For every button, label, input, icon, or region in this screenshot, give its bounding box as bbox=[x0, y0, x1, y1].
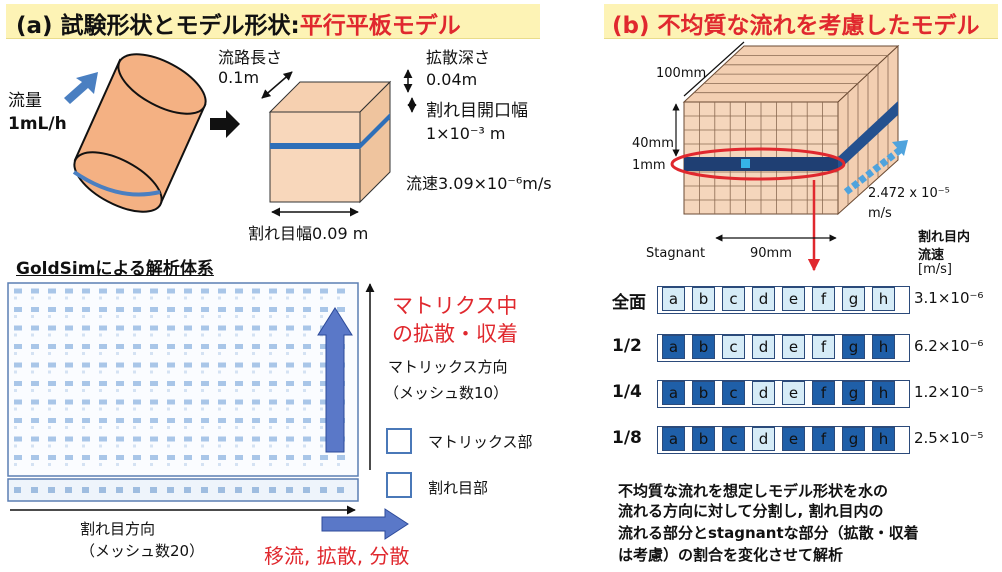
path-length-value: 0.1m bbox=[218, 68, 260, 87]
panel-a-banner bbox=[6, 4, 540, 39]
velocity-value-label: 2.472 x 10⁻⁵ bbox=[868, 186, 950, 201]
scenario-row-strip bbox=[657, 380, 910, 408]
flow-arrow bbox=[64, 72, 98, 104]
segment-cell-g: g bbox=[842, 287, 865, 311]
flow-value: 1mL/h bbox=[8, 114, 67, 134]
model-arrow bbox=[210, 110, 240, 138]
segment-cell-a: a bbox=[662, 287, 685, 311]
matrix-direction-label: マトリックス方向 bbox=[388, 358, 508, 376]
description-line2: 流れる方向に対して分割し, 割れ目内の bbox=[618, 502, 884, 520]
goldsim-mesh bbox=[7, 282, 359, 502]
scenario-row-label: 1/8 bbox=[612, 428, 642, 448]
aperture-label: 割れ目開口幅 bbox=[426, 101, 528, 121]
fracture-width-label: 割れ目幅0.09 m bbox=[248, 224, 369, 243]
segment-cell-f: f bbox=[812, 287, 835, 311]
scenario-row-label: 1/2 bbox=[612, 336, 642, 356]
dim-40-label: 40mm bbox=[632, 136, 674, 151]
stagnant-label: Stagnant bbox=[646, 246, 706, 261]
goldsim-title: GoldSimによる解析体系 bbox=[16, 259, 214, 279]
scenario-velocity-value: 3.1×10⁻⁶ bbox=[914, 289, 984, 307]
velocity-label: 流速3.09×10⁻⁶m/s bbox=[406, 174, 552, 193]
segment-cell-a: a bbox=[662, 335, 685, 359]
description-line4: は考慮）の割合を変化させて解析 bbox=[618, 546, 844, 564]
segment-cell-c: c bbox=[722, 335, 745, 359]
matrix-diffusion-line2: の拡散・収着 bbox=[392, 322, 518, 346]
scenario-row-strip bbox=[657, 426, 910, 454]
scenario-row-strip bbox=[657, 286, 910, 314]
dim-100-line bbox=[683, 41, 745, 97]
panel-a-title: (a) 試験形状とモデル形状:平行平板モデル bbox=[16, 6, 461, 40]
segment-cell-d: d bbox=[752, 287, 775, 311]
scenario-row-label: 1/4 bbox=[612, 382, 642, 402]
segment-cell-a: a bbox=[662, 381, 685, 405]
segment-cell-h: h bbox=[872, 427, 895, 451]
col-header-line2: 流速 bbox=[918, 248, 945, 263]
fracture-highlight-ellipse bbox=[670, 147, 846, 181]
segment-cell-d: d bbox=[752, 381, 775, 405]
segment-cell-e: e bbox=[782, 427, 805, 451]
segment-cell-e: e bbox=[782, 381, 805, 405]
segment-cell-b: b bbox=[692, 427, 715, 451]
col-header-unit: [m/s] bbox=[918, 262, 952, 277]
segment-cell-e: e bbox=[782, 287, 805, 311]
panel-b-title: (b) 不均質な流れを考慮したモデル bbox=[612, 13, 980, 39]
flow-label: 流量 bbox=[8, 91, 42, 111]
transport-label: 移流, 拡散, 分散 bbox=[264, 544, 410, 568]
segment-cell-b: b bbox=[692, 287, 715, 311]
segment-cell-c: c bbox=[722, 427, 745, 451]
legend-matrix-label: マトリックス部 bbox=[428, 433, 533, 451]
segment-cell-e: e bbox=[782, 335, 805, 359]
diffusion-depth-label: 拡散深さ bbox=[426, 48, 491, 67]
matrix-mesh-label: （メッシュ数10） bbox=[384, 384, 509, 402]
velocity-unit-label: m/s bbox=[868, 206, 892, 221]
segment-cell-f: f bbox=[812, 427, 835, 451]
segment-cell-a: a bbox=[662, 427, 685, 451]
segment-cell-b: b bbox=[692, 335, 715, 359]
segment-cell-h: h bbox=[872, 335, 895, 359]
dim-100-label: 100mm bbox=[656, 66, 707, 81]
path-length-label: 流路長さ bbox=[218, 48, 283, 67]
segment-cell-g: g bbox=[842, 335, 865, 359]
legend-matrix-box bbox=[386, 428, 412, 454]
segment-cell-f: f bbox=[812, 381, 835, 405]
description-line1: 不均質な流れを想定しモデル形状を水の bbox=[618, 482, 889, 500]
path-length-arrow bbox=[261, 71, 293, 99]
scenario-velocity-value: 2.5×10⁻⁵ bbox=[914, 429, 984, 447]
panel-b-banner bbox=[604, 4, 998, 39]
segment-cell-d: d bbox=[752, 335, 775, 359]
fracture-mesh-label: （メッシュ数20） bbox=[80, 542, 205, 560]
velocity-arrow bbox=[843, 147, 903, 195]
segment-cell-c: c bbox=[722, 287, 745, 311]
plate-model-box bbox=[268, 80, 392, 204]
matrix-diffusion-line1: マトリクス中 bbox=[392, 294, 518, 318]
matrix-direction-bar bbox=[317, 307, 353, 453]
legend-fracture-box bbox=[386, 472, 412, 498]
core-sample-cylinder bbox=[72, 53, 207, 213]
segment-cell-h: h bbox=[872, 381, 895, 405]
panel-a-title-main: (a) 試験形状とモデル形状: bbox=[16, 13, 300, 39]
segment-cell-h: h bbox=[872, 287, 895, 311]
panel-a-title-accent: 平行平板モデル bbox=[299, 13, 461, 39]
dim-1-label: 1mm bbox=[632, 158, 666, 173]
segment-cell-g: g bbox=[842, 427, 865, 451]
scenario-velocity-value: 1.2×10⁻⁵ bbox=[914, 383, 984, 401]
legend-fracture-label: 割れ目部 bbox=[428, 479, 489, 497]
description-line3: 流れる部分とstagnantな部分（拡散・収着 bbox=[618, 524, 919, 542]
fracture-direction-label: 割れ目方向 bbox=[80, 520, 156, 538]
col-header-line1: 割れ目内 bbox=[918, 230, 971, 245]
aperture-value: 1×10⁻³ m bbox=[426, 124, 506, 143]
heterogeneous-block bbox=[682, 44, 900, 216]
segment-cell-d: d bbox=[752, 427, 775, 451]
scenario-velocity-value: 6.2×10⁻⁶ bbox=[914, 337, 984, 355]
transport-arrow bbox=[321, 508, 409, 540]
diffusion-depth-value: 0.04m bbox=[426, 70, 478, 89]
segment-cell-g: g bbox=[842, 381, 865, 405]
segment-cell-b: b bbox=[692, 381, 715, 405]
dim-90-label: 90mm bbox=[750, 246, 792, 261]
segment-cell-f: f bbox=[812, 335, 835, 359]
segment-cell-c: c bbox=[722, 381, 745, 405]
scenario-row-strip bbox=[657, 334, 910, 362]
scenario-row-label: 全面 bbox=[612, 293, 646, 313]
